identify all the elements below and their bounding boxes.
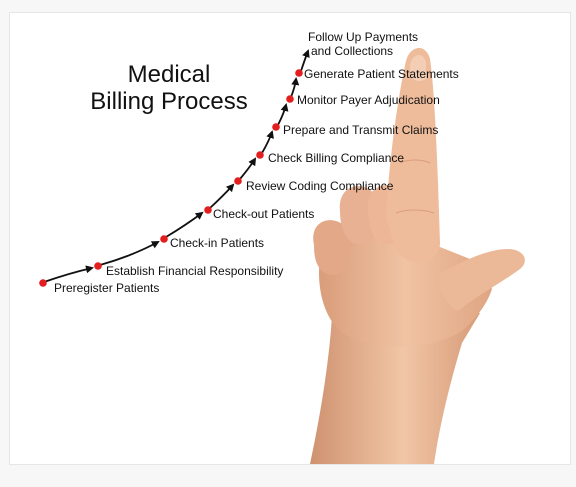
diagram-canvas: Medical Billing Process Preregister Pati…: [9, 12, 571, 465]
arrow-3: [165, 211, 204, 238]
follow-up-line-1: Follow Up Payments: [308, 30, 419, 44]
title-line-2: Billing Process: [90, 88, 248, 115]
arrow-7: [277, 103, 289, 126]
step-label-billing-compliance: Check Billing Compliance: [268, 151, 405, 165]
arrow-4: [209, 183, 235, 209]
step-label-financial-responsibility: Establish Financial Responsibility: [106, 264, 284, 278]
node-payer-adjudication: [286, 95, 294, 103]
step-label-coding-compliance: Review Coding Compliance: [246, 179, 394, 193]
process-nodes: [39, 69, 303, 287]
node-check-out: [204, 206, 212, 214]
step-label-check-in: Check-in Patients: [170, 236, 265, 250]
step-label-preregister: Preregister Patients: [54, 281, 160, 295]
step-label-check-out: Check-out Patients: [213, 207, 315, 221]
follow-up-line-2: and Collections: [311, 44, 394, 58]
step-label-follow-up: Follow Up Payments and Collections: [308, 30, 418, 58]
step-label-payer-adjudication: Monitor Payer Adjudication: [297, 93, 440, 107]
node-billing-compliance: [256, 151, 264, 159]
diagram-title: Medical Billing Process: [74, 61, 264, 115]
arrow-6: [261, 130, 274, 154]
arrow-2: [99, 241, 160, 266]
process-arrows: [43, 49, 310, 283]
title-line-1: Medical: [127, 61, 211, 88]
pointing-hand-illustration: [310, 47, 525, 464]
step-label-patient-statements: Generate Patient Statements: [304, 67, 459, 81]
step-label-transmit-claims: Prepare and Transmit Claims: [283, 123, 439, 137]
node-financial-responsibility: [94, 262, 102, 270]
diagram-svg: [39, 47, 525, 464]
node-transmit-claims: [272, 123, 280, 131]
node-coding-compliance: [234, 177, 242, 185]
arrow-8: [290, 77, 300, 98]
node-preregister: [39, 279, 47, 287]
arrow-5: [239, 157, 257, 180]
arrow-9: [300, 49, 310, 72]
node-patient-statements: [295, 69, 303, 77]
node-check-in: [160, 235, 168, 243]
arrow-1: [43, 265, 94, 283]
